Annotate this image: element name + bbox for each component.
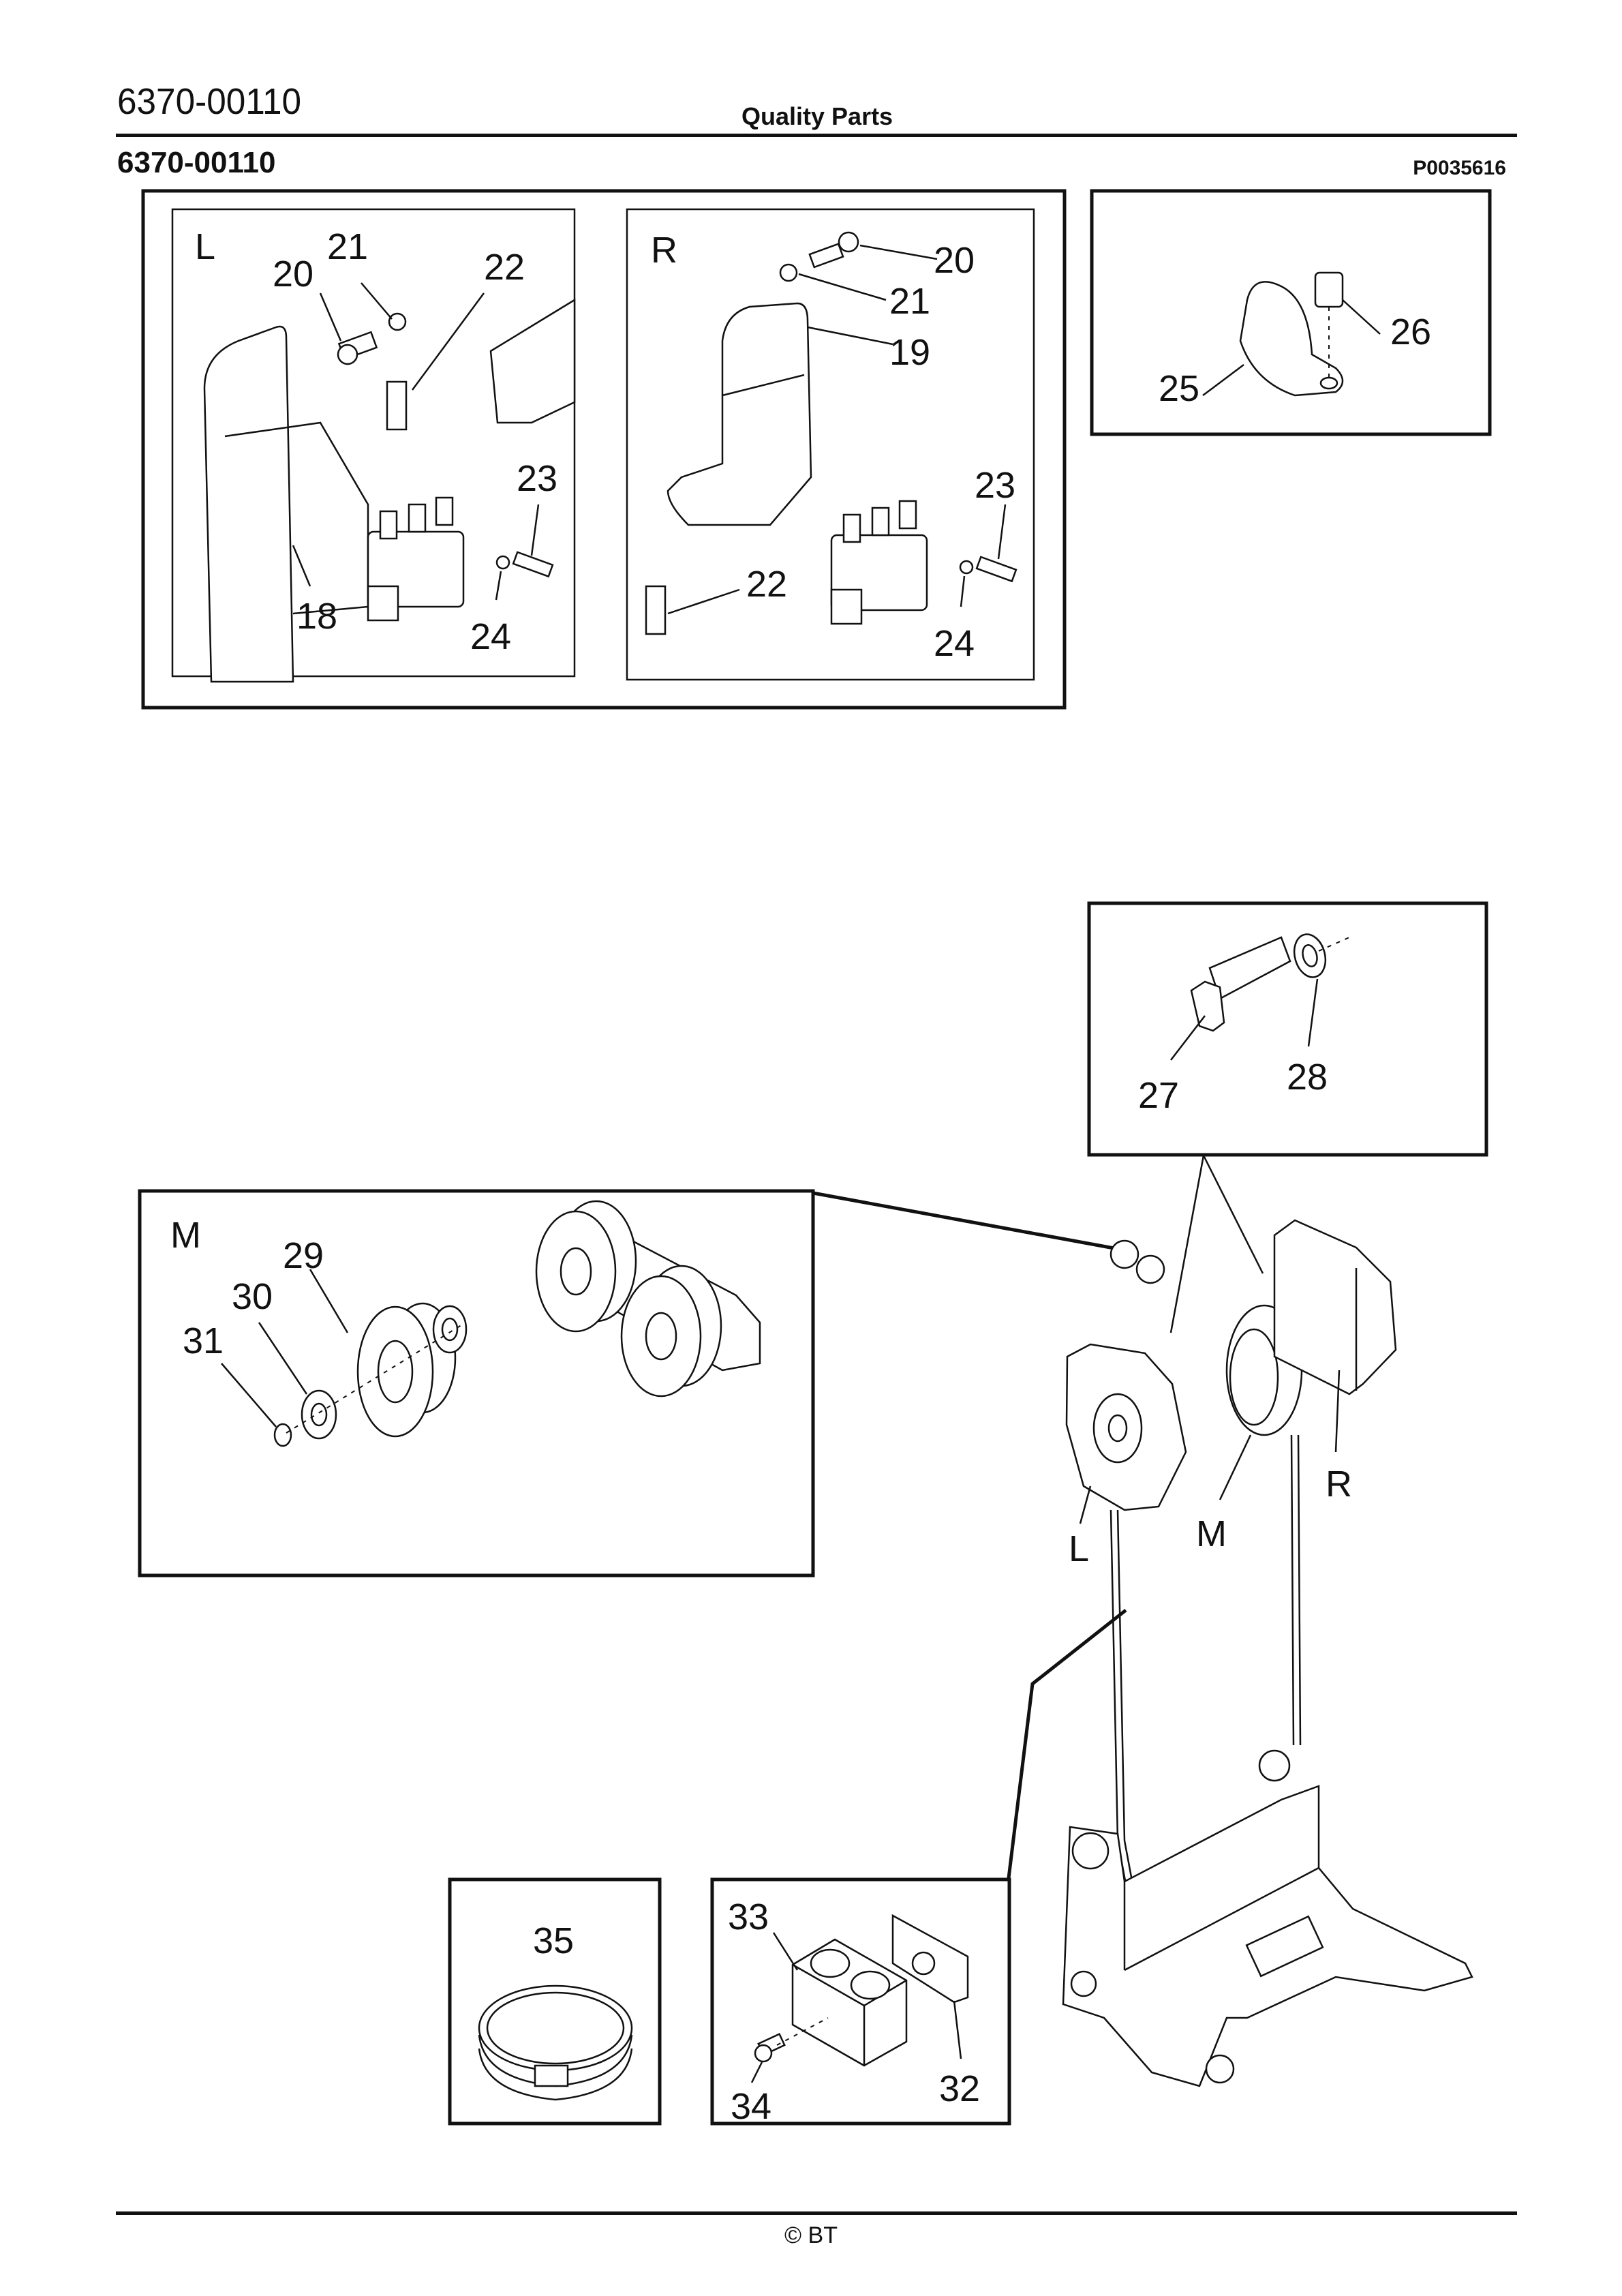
callout-r-20: 20 — [934, 240, 975, 281]
bracket-views-frame: L — [141, 189, 1067, 710]
header-divider — [116, 134, 1517, 137]
spacer-22 — [386, 380, 408, 431]
callout-35: 35 — [533, 1920, 574, 1961]
bracket-19 — [667, 302, 812, 526]
copyright: © BT — [784, 2222, 838, 2248]
callout-33: 33 — [728, 1897, 769, 1937]
assembly-callout-m: M — [1196, 1513, 1227, 1554]
callout-l-21: 21 — [327, 226, 368, 267]
callout-l-22: 22 — [484, 247, 525, 288]
view-label-r: R — [651, 230, 677, 271]
mast-assembly: L M R — [1062, 1219, 1473, 2087]
page-title: Quality Parts — [741, 102, 893, 130]
valve-block — [367, 496, 465, 622]
bearing — [432, 1305, 468, 1354]
block-33 — [791, 1938, 908, 2067]
callout-l-24: 24 — [470, 616, 511, 657]
valve-block-r — [830, 500, 928, 625]
drum-r — [1273, 1219, 1397, 1395]
washer-21-r — [779, 263, 798, 282]
bolt-27 — [1190, 980, 1225, 1032]
channel-bar — [489, 298, 576, 424]
callout-l-18: 18 — [296, 596, 337, 637]
callout-34: 34 — [731, 2086, 771, 2127]
callout-30: 30 — [232, 1276, 273, 1317]
screw-23 — [512, 551, 554, 578]
callout-26: 26 — [1390, 312, 1431, 352]
callout-32: 32 — [939, 2068, 980, 2109]
callout-r-22: 22 — [746, 564, 787, 605]
footer-divider — [116, 2211, 1517, 2215]
view-label-l: L — [195, 226, 215, 267]
m-detail-connector — [812, 1191, 1118, 1251]
bolt-detail-leader-b — [1202, 1155, 1264, 1274]
bolt-washer-view: 27 28 — [1087, 901, 1488, 1157]
washer-21 — [388, 312, 407, 331]
spacer-22-r — [645, 585, 667, 635]
callout-r-23: 23 — [975, 465, 1015, 506]
washer-28 — [1293, 933, 1327, 978]
bolt-detail-leader-a — [1169, 1155, 1205, 1333]
callout-31: 31 — [183, 1320, 224, 1361]
screw-26 — [1314, 271, 1344, 308]
callout-r-21: 21 — [889, 281, 930, 322]
callout-25: 25 — [1159, 368, 1199, 409]
block-bore-2 — [850, 1970, 891, 2000]
callout-29: 29 — [283, 1235, 324, 1276]
hose-clamp-view: 35 — [448, 1877, 662, 2126]
pulley-pair-assembly — [535, 1200, 761, 1398]
bracket-18 — [203, 325, 294, 683]
hose-block-connector — [1007, 1609, 1127, 1879]
group-id: 6370-00110 — [117, 146, 276, 179]
right-bracket-view: R 20 — [626, 208, 1035, 681]
callout-28: 28 — [1287, 1057, 1328, 1098]
callout-l-20: 20 — [273, 254, 313, 294]
clamp-screw-housing — [534, 2064, 569, 2087]
bearing-30 — [301, 1389, 337, 1440]
hose-block-view: 33 34 32 — [710, 1877, 1011, 2127]
clamp-view: 26 25 — [1090, 189, 1492, 436]
callout-r-19: 19 — [889, 332, 930, 373]
valve-manifold — [1245, 1915, 1324, 1978]
retaining-ring-31 — [273, 1423, 292, 1447]
illustration-ref: P0035616 — [1413, 157, 1506, 179]
middle-pulley-view: M 31 30 29 — [138, 1189, 815, 1577]
document-number: 6370-00110 — [117, 81, 302, 122]
washer-24 — [495, 555, 510, 570]
left-bracket-view: L — [171, 208, 576, 683]
assembly-callout-r: R — [1326, 1464, 1352, 1505]
clamp-25 — [1239, 281, 1344, 397]
callout-l-23: 23 — [517, 458, 557, 499]
pulley-29 — [356, 1305, 434, 1438]
hose-clamp-35 — [478, 1984, 633, 2072]
bolt-shank — [1208, 936, 1291, 1000]
callout-27: 27 — [1138, 1075, 1179, 1116]
block-bore-1 — [810, 1948, 851, 1978]
view-label-m: M — [170, 1215, 201, 1256]
assembly-callout-l: L — [1069, 1528, 1089, 1569]
callout-r-24: 24 — [934, 623, 975, 664]
